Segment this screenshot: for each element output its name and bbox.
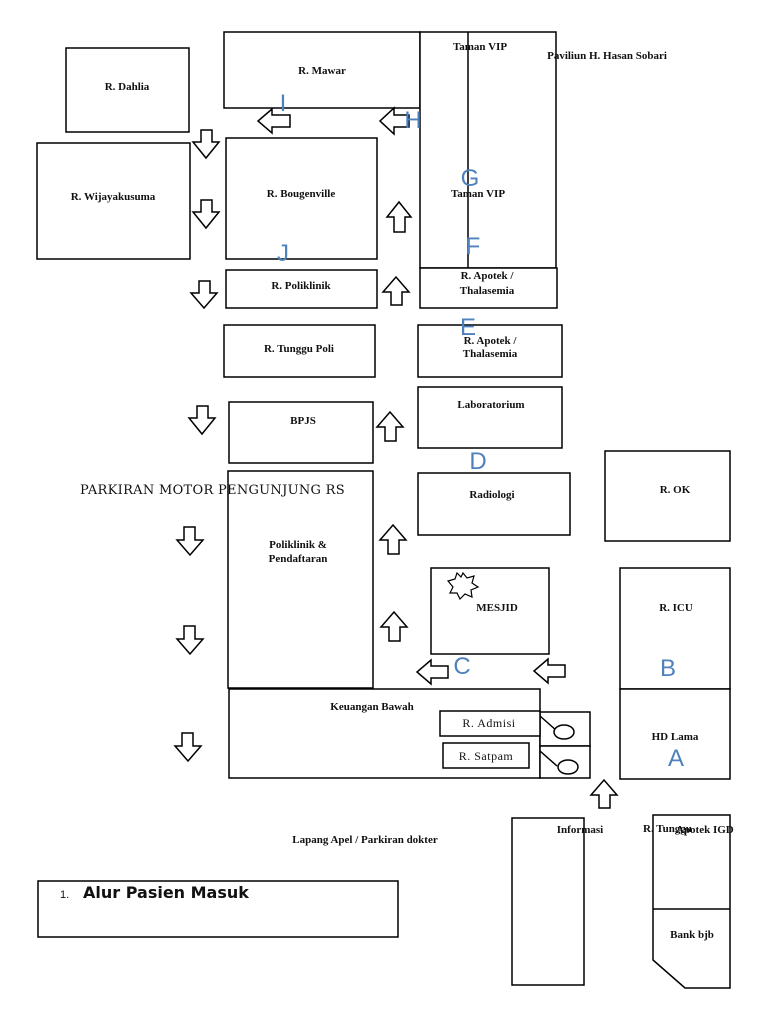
marker-e: E	[460, 314, 476, 341]
label-admisi: R. Admisi	[462, 716, 515, 730]
label-apotek-2-line2: Thalasemia	[463, 348, 518, 360]
room-bpjs	[228, 401, 374, 464]
post-admisi-oval	[553, 724, 575, 740]
label-informasi: Informasi	[557, 824, 603, 836]
arrow-left-icon	[378, 106, 410, 136]
marker-c: C	[453, 653, 470, 680]
room-admisi	[439, 710, 541, 737]
arrow-down-icon	[175, 625, 205, 656]
connector-satpam	[539, 750, 558, 767]
room-apotek-thalasemia-1	[419, 267, 558, 309]
label-wijayakusuma: R. Wijayakusuma	[71, 191, 156, 203]
room-mesjid	[430, 567, 550, 655]
arrow-up-icon	[385, 200, 413, 233]
room-satpam	[442, 742, 530, 769]
label-icu: R. ICU	[659, 602, 693, 614]
label-laboratorium: Laboratorium	[457, 399, 524, 411]
label-dahlia: R. Dahlia	[105, 81, 150, 93]
arrow-left-icon	[532, 657, 566, 685]
room-apotek-thalasemia-2	[417, 324, 563, 378]
room-bougenville	[225, 137, 378, 260]
flow-arrows	[173, 106, 619, 809]
room-wijayakusuma	[36, 142, 191, 260]
label-apotek-igd: Apotek IGD	[676, 824, 734, 836]
marker-a: A	[668, 745, 684, 772]
label-hd-lama: HD Lama	[652, 731, 699, 743]
arrow-down-icon	[173, 732, 203, 763]
label-pendaftaran-line1: Poliklinik &	[269, 539, 327, 551]
room-mawar	[223, 31, 421, 109]
legend-box	[37, 880, 399, 938]
legend-title: Alur Pasien Masuk	[83, 883, 249, 902]
marker-g: G	[461, 165, 480, 192]
arrow-down-icon	[175, 526, 205, 557]
arrow-down-icon	[189, 280, 219, 310]
label-ok: R. OK	[660, 484, 691, 496]
arrow-left-icon	[256, 107, 291, 135]
room-informasi	[511, 817, 585, 986]
arrow-up-icon	[381, 275, 411, 306]
post-satpam-oval	[557, 759, 579, 775]
marker-j: J	[277, 240, 289, 267]
arrow-up-icon	[378, 523, 408, 555]
marker-f: F	[466, 233, 481, 260]
connector-admisi	[539, 715, 558, 732]
label-tunggu-poli: R. Tunggu Poli	[264, 343, 334, 355]
room-radiologi	[417, 472, 571, 536]
marker-i: I	[280, 90, 287, 117]
arrow-down-icon	[191, 129, 221, 160]
star-icon	[446, 571, 480, 601]
label-tunggu: R. Tunggu	[643, 823, 692, 835]
room-icu	[619, 567, 731, 690]
arrow-up-icon	[375, 410, 405, 442]
room-tunggu-apotek-bank	[652, 814, 731, 989]
arrow-up-icon	[589, 778, 619, 809]
label-bank: Bank bjb	[670, 929, 714, 941]
room-ok	[604, 450, 731, 542]
arrow-left-icon	[415, 658, 449, 686]
marker-d: D	[469, 448, 486, 475]
room-tunggu-poli	[223, 324, 376, 378]
label-bpjs: BPJS	[290, 415, 316, 427]
label-pendaftaran-line2: Pendaftaran	[269, 553, 328, 565]
label-bougenville: R. Bougenville	[267, 188, 336, 200]
room-dahlia	[65, 47, 190, 133]
label-apotek-1-line2: Thalasemia	[460, 285, 515, 297]
marker-b: B	[660, 655, 676, 682]
arrow-up-icon	[379, 610, 409, 642]
room-hd-lama	[619, 688, 731, 780]
label-keuangan: Keuangan Bawah	[330, 701, 413, 713]
paviliun-block	[419, 31, 557, 269]
label-apotek-2-line1: R. Apotek /	[464, 335, 518, 347]
legend-number: 1.	[60, 889, 69, 901]
label-poliklinik: R. Poliklinik	[271, 280, 331, 292]
label-mawar: R. Mawar	[298, 65, 346, 77]
label-taman-vip-top: Taman VIP	[453, 41, 507, 53]
label-radiologi: Radiologi	[469, 489, 514, 501]
label-parkiran-motor: PARKIRAN MOTOR PENGUNJUNG RS	[80, 483, 345, 498]
label-mesjid: MESJID	[476, 602, 518, 614]
arrow-down-icon	[187, 405, 217, 436]
marker-h: H	[404, 107, 421, 134]
label-satpam: R. Satpam	[459, 749, 514, 763]
arrow-down-icon	[191, 199, 221, 230]
label-lapang-apel: Lapang Apel / Parkiran dokter	[292, 834, 438, 846]
room-poliklinik	[225, 269, 378, 309]
label-apotek-1-line1: R. Apotek /	[461, 270, 515, 282]
label-paviliun: Paviliun H. Hasan Sobari	[547, 50, 667, 62]
room-poliklinik-pendaftaran	[227, 470, 374, 689]
label-taman-vip-mid: Taman VIP	[451, 188, 505, 200]
room-laboratorium	[417, 386, 563, 449]
